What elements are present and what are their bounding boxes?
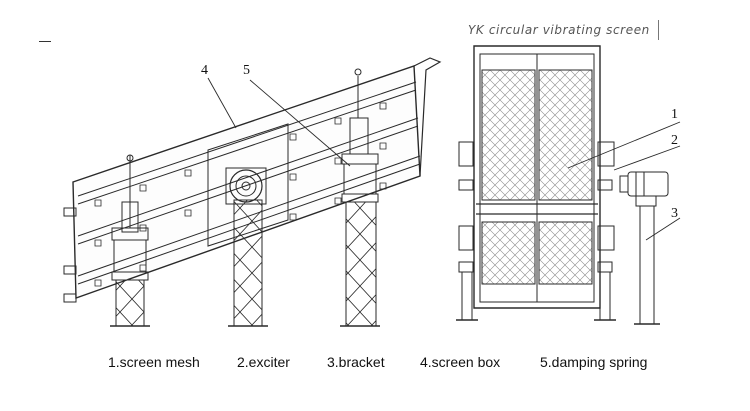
screen-mesh [476, 70, 598, 284]
exciter-motor [620, 172, 668, 196]
right-spring-bracket [340, 69, 380, 326]
legend-bracket: 3.bracket [327, 354, 385, 370]
end-frame [474, 46, 600, 308]
end-right-column [594, 142, 616, 320]
end-bracket-post [634, 196, 660, 324]
side-view [64, 58, 440, 326]
callout-2: 2 [671, 133, 678, 148]
callout-5: 5 [243, 63, 250, 78]
callout-1: 1 [671, 107, 678, 122]
diagram-title: YK circular vibrating screen [468, 23, 650, 37]
legend-exciter: 2.exciter [237, 354, 290, 370]
title-rule [658, 20, 659, 40]
callout-4: 4 [201, 63, 208, 78]
legend-screen-box: 4.screen box [420, 354, 501, 370]
legend-damping-spring: 5.damping spring [540, 354, 648, 370]
legend-screen-mesh: 1.screen mesh [108, 354, 200, 370]
callout-3: 3 [671, 206, 678, 221]
left-spring-bracket [110, 155, 150, 326]
corner-dash-mark [39, 41, 51, 42]
exciter-bracket [228, 200, 268, 326]
end-left-column [456, 142, 478, 320]
end-view [456, 46, 680, 324]
